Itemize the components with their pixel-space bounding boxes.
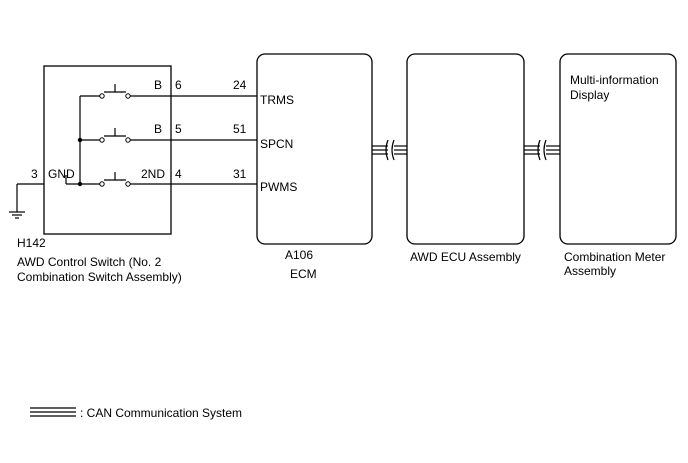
awd-ecu-block: AWD ECU Assembly [406,53,525,264]
harness-wires: 6 5 4 24 51 31 [171,78,257,185]
junction-dot [77,181,83,187]
switch-contact-row-2 [99,128,171,143]
junction-dot [77,137,83,143]
awd-ecu-box [406,53,525,245]
ecm-terminal-pwms: PWMS [260,180,297,194]
switch-pin-1: 6 [175,78,182,92]
ecm-block: TRMS SPCN PWMS A106 ECM [256,53,373,281]
combination-meter-block: Multi-information Display Combination Me… [559,53,677,278]
legend-label: : CAN Communication System [80,406,242,420]
switch-connector-label: H142 [17,236,46,250]
can-link-ecm-awd [372,139,407,161]
can-link-awd-meter [524,139,560,161]
ecm-pin-1: 24 [233,78,247,92]
awd-ecu-name: AWD ECU Assembly [410,250,521,264]
ecm-pin-2: 51 [233,122,247,136]
switch-name-line-1: AWD Control Switch (No. 2 [17,255,162,269]
switch-contact-row-1 [99,84,171,99]
meter-inner-line-1: Multi-information [570,73,659,87]
combination-meter-box [559,53,677,245]
switch-contact-row-3 [99,172,171,187]
meter-inner-line-2: Display [570,88,609,102]
switch-pin-3: 4 [175,167,182,181]
ecm-pin-3: 31 [233,167,247,181]
switch-row-label-2: B [154,122,162,136]
legend: : CAN Communication System [30,406,242,420]
switch-row-label-3: 2ND [141,167,165,181]
meter-name-line-1: Combination Meter [564,250,665,264]
ecm-connector-label: A106 [285,248,313,262]
switch-row-label-1: B [154,78,162,92]
ecm-terminal-spcn: SPCN [260,137,293,151]
awd-control-switch-box [43,65,172,235]
switch-name-line-2: Combination Switch Assembly) [17,270,182,284]
gnd-pin: 3 [31,167,38,181]
ground-symbol: 3 [9,167,44,219]
gnd-label: GND [48,167,75,181]
ecm-terminal-trms: TRMS [260,93,294,107]
switch-pin-2: 5 [175,122,182,136]
awd-control-switch: GND B B 2ND H142 AWD Control Switch (No.… [17,65,182,284]
meter-name-line-2: Assembly [564,264,616,278]
ecm-name: ECM [290,267,317,281]
ecm-box [256,53,373,245]
